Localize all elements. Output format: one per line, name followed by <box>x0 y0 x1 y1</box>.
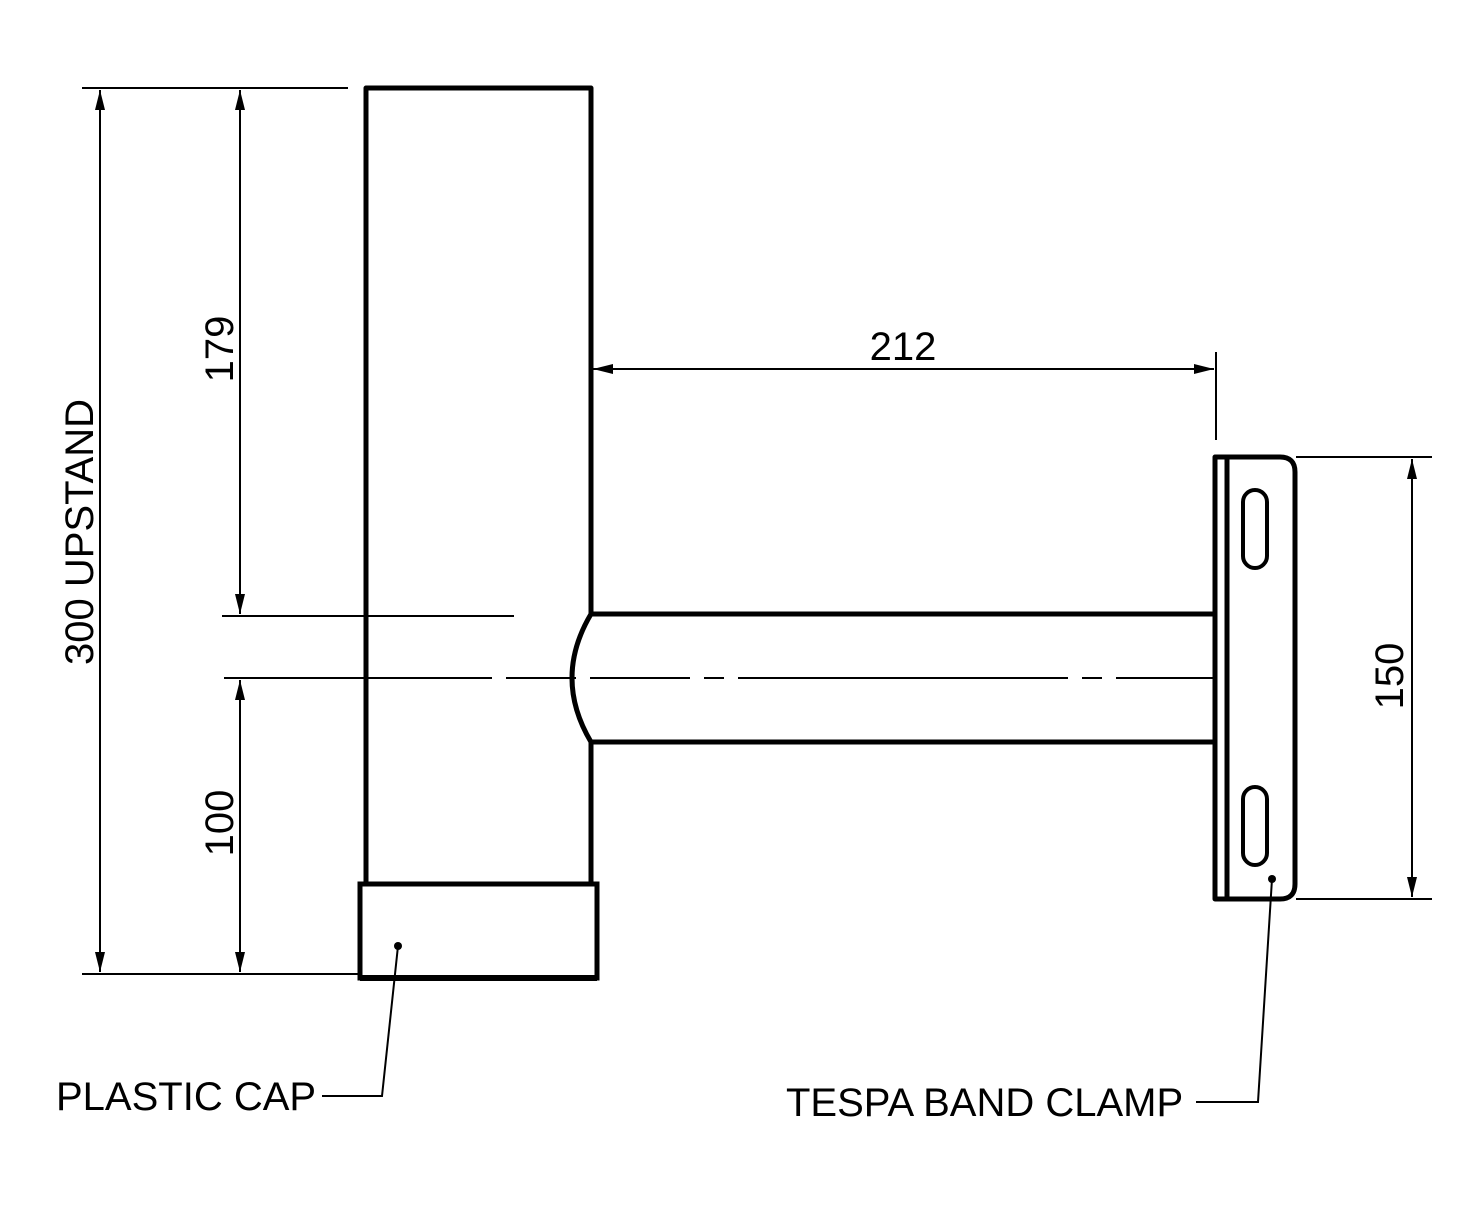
band-clamp-leader <box>1196 878 1273 1103</box>
dim-overall-height: 300 UPSTAND <box>58 399 102 665</box>
dim-lower-height: 100 <box>198 790 242 857</box>
plastic-cap-label: PLASTIC CAP <box>56 1075 316 1119</box>
dim-arm-length: 212 <box>870 325 937 369</box>
dim-upper-height: 179 <box>198 316 242 383</box>
extension-lines <box>82 87 1432 975</box>
band-clamp <box>1212 454 1298 902</box>
clamp-slot-upper <box>1241 488 1269 570</box>
upstand-pipe <box>363 85 594 884</box>
clamp-slot-lower <box>1241 785 1269 867</box>
dim-clamp-height: 150 <box>1368 643 1412 710</box>
dimension-lines <box>95 90 1417 972</box>
plastic-cap <box>357 881 600 981</box>
plastic-cap-leader <box>322 945 399 1097</box>
band-clamp-label: TESPA BAND CLAMP <box>786 1081 1183 1125</box>
